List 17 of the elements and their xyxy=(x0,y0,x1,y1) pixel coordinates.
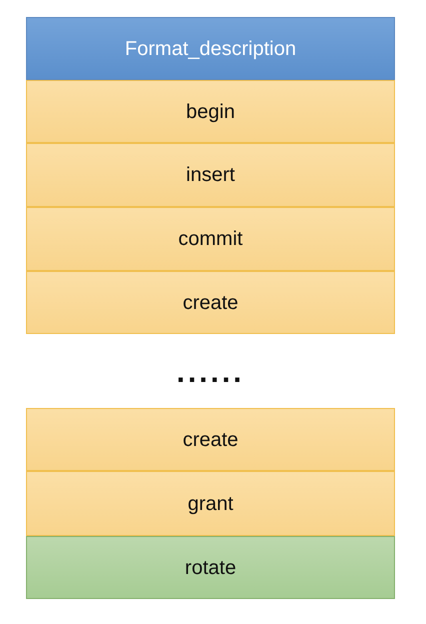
row-label: create xyxy=(182,290,238,314)
row-label: begin xyxy=(186,100,235,124)
row-box xyxy=(26,207,395,271)
row-box xyxy=(26,143,395,207)
row-label: create xyxy=(182,428,238,452)
row-box xyxy=(26,536,395,599)
row-box xyxy=(26,471,395,536)
header-text: Format_description xyxy=(124,36,296,60)
row-label: grant xyxy=(188,492,234,516)
header-box xyxy=(26,17,395,80)
ellipsis-text: ...... xyxy=(175,358,246,388)
row-label: insert xyxy=(186,163,235,187)
row-box xyxy=(26,80,395,143)
row-box xyxy=(26,408,395,471)
row-label: rotate xyxy=(184,556,236,580)
row-label: commit xyxy=(178,227,243,251)
row-box xyxy=(26,271,395,334)
